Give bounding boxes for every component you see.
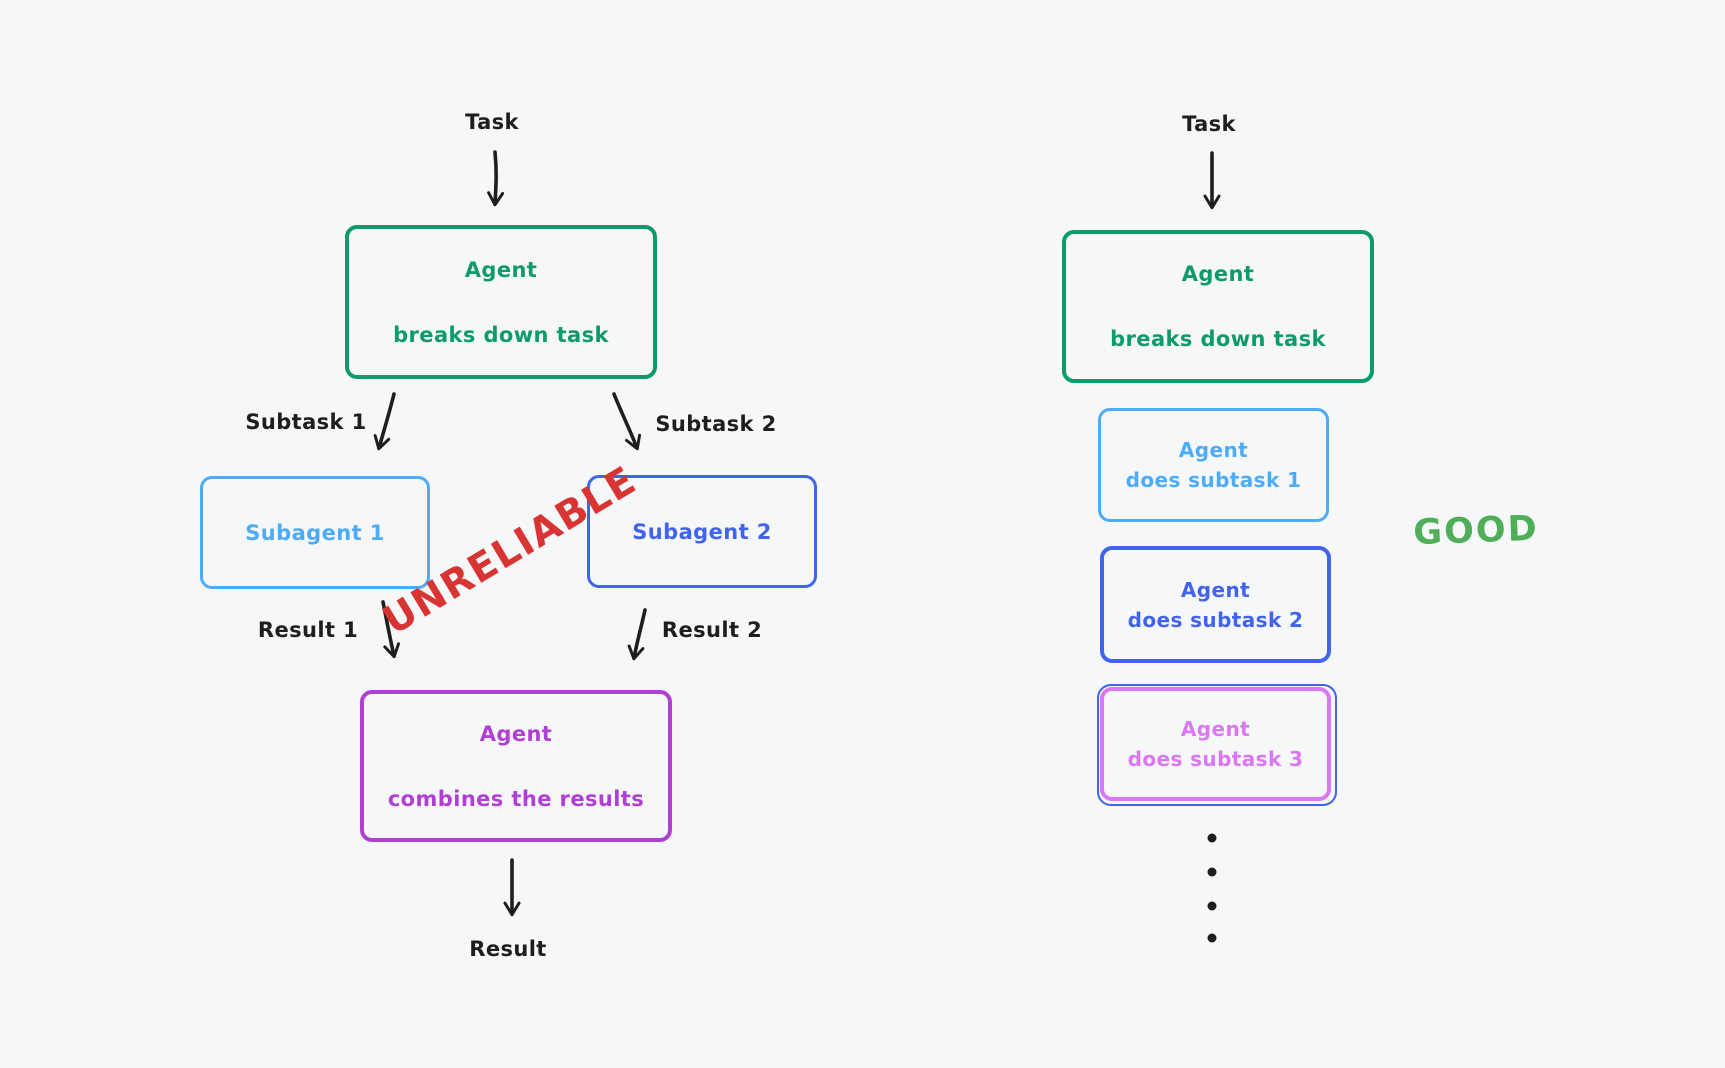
right-planner-line2: breaks down task <box>1110 327 1326 351</box>
step2-box: Agent does subtask 2 <box>1100 546 1331 663</box>
step1-line2: does subtask 1 <box>1125 468 1302 492</box>
right-task-label: Task <box>1182 112 1236 136</box>
step3-ghost-outline <box>1097 684 1337 806</box>
combiner-line1: Agent <box>479 721 553 746</box>
step1-box: Agent does subtask 1 <box>1098 408 1329 522</box>
left-result-label: Result <box>469 937 547 961</box>
left-task-label: Task <box>465 110 519 134</box>
good-label: GOOD <box>1412 508 1540 554</box>
subagent1-box: Subagent 1 <box>200 476 430 589</box>
step3-line2: does subtask 3 <box>1127 747 1304 771</box>
step1-line1: Agent <box>1178 438 1249 462</box>
step3-box: Agent does subtask 3 <box>1100 687 1331 801</box>
ellipsis-dots <box>1207 833 1217 943</box>
subagent1-label: Subagent 1 <box>245 520 385 545</box>
left-planner-box: Agent breaks down task <box>345 225 657 379</box>
right-planner-box: Agent breaks down task <box>1062 230 1374 383</box>
result2-label: Result 2 <box>661 618 763 642</box>
arrow-agent-to-subagent1 <box>373 392 396 451</box>
step3-line1: Agent <box>1180 717 1251 741</box>
combiner-line2: combines the results <box>387 786 645 811</box>
step2-line2: does subtask 2 <box>1127 607 1304 632</box>
arrow-agent-to-subagent2 <box>612 392 642 451</box>
subtask2-label: Subtask 2 <box>655 412 777 436</box>
left-planner-line2: breaks down task <box>393 322 609 347</box>
arrow-subagent2-to-combiner <box>627 608 647 661</box>
arrow-task-to-agent-left <box>487 150 505 207</box>
result1-label: Result 1 <box>257 618 359 642</box>
combiner-box: Agent combines the results <box>360 690 672 842</box>
subtask1-label: Subtask 1 <box>245 410 367 434</box>
subagent2-box: Subagent 2 <box>587 475 817 588</box>
step2-line1: Agent <box>1180 577 1251 602</box>
subagent2-label: Subagent 2 <box>632 519 772 544</box>
right-planner-line1: Agent <box>1181 262 1255 286</box>
left-planner-line1: Agent <box>464 257 538 282</box>
